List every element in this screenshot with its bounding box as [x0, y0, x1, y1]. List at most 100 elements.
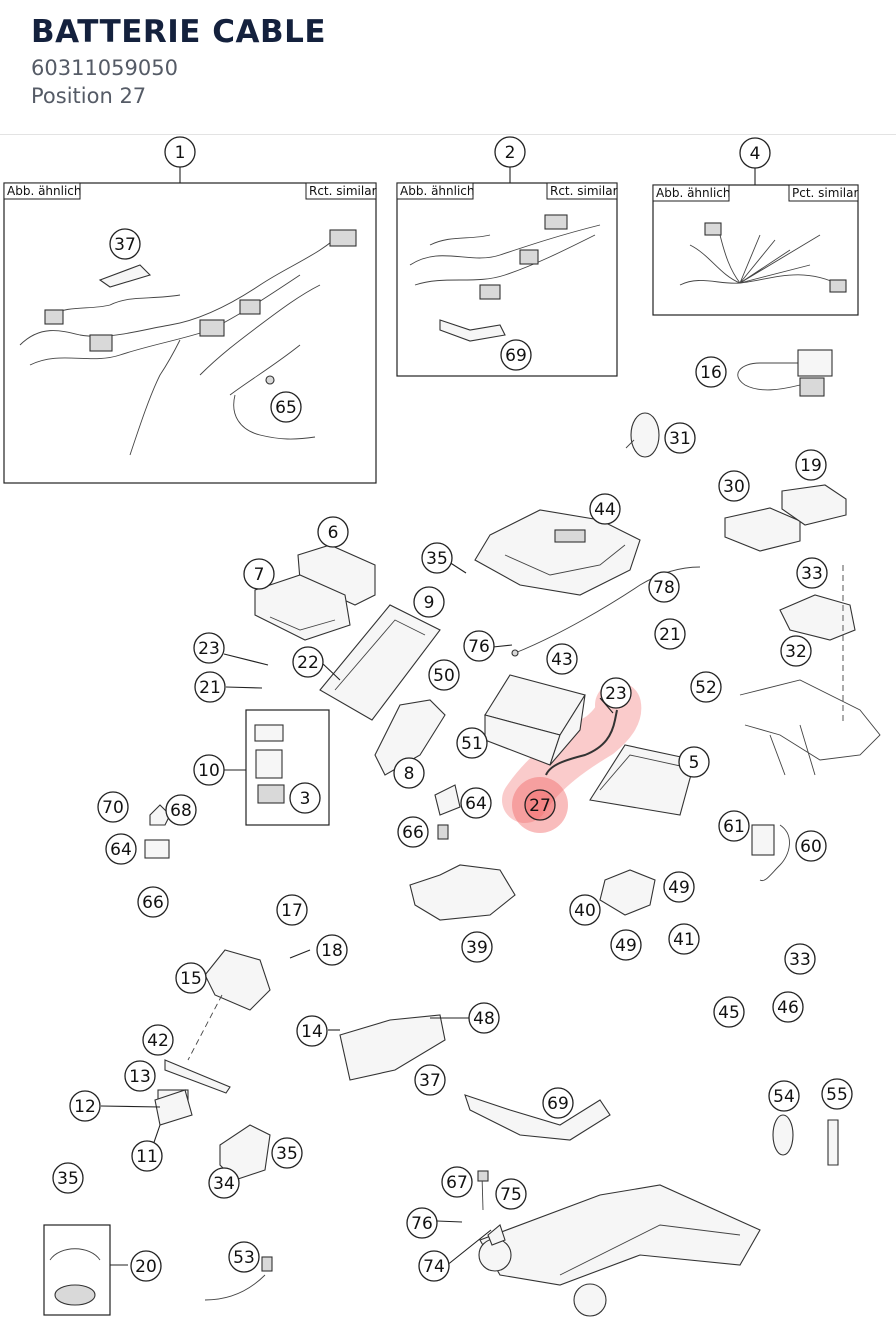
- callout-76[interactable]: 76: [406, 1207, 438, 1239]
- callout-46[interactable]: 46: [772, 991, 804, 1023]
- callout-13[interactable]: 13: [124, 1060, 156, 1092]
- callout-33[interactable]: 33: [784, 943, 816, 975]
- callout-2[interactable]: 2: [494, 136, 526, 168]
- callout-37[interactable]: 37: [414, 1064, 446, 1096]
- callout-53[interactable]: 53: [228, 1241, 260, 1273]
- callout-22[interactable]: 22: [292, 646, 324, 678]
- callout-75[interactable]: 75: [495, 1178, 527, 1210]
- callout-32[interactable]: 32: [780, 635, 812, 667]
- callout-69[interactable]: 69: [500, 339, 532, 371]
- frame-1-tag-right: Rct. similar: [309, 184, 377, 198]
- callout-48[interactable]: 48: [468, 1002, 500, 1034]
- callout-55[interactable]: 55: [821, 1078, 853, 1110]
- callout-17[interactable]: 17: [276, 894, 308, 926]
- callout-label: 33: [789, 950, 811, 970]
- callout-label: 1: [175, 143, 186, 163]
- callout-45[interactable]: 45: [713, 996, 745, 1028]
- callout-11[interactable]: 11: [131, 1140, 163, 1172]
- callout-78[interactable]: 78: [648, 571, 680, 603]
- callout-3[interactable]: 3: [289, 782, 321, 814]
- frame-3: Abb. ähnlich Pct. similar: [652, 167, 859, 316]
- callout-35[interactable]: 35: [271, 1137, 303, 1169]
- callout-42[interactable]: 42: [142, 1024, 174, 1056]
- callout-60[interactable]: 60: [795, 830, 827, 862]
- callout-54[interactable]: 54: [768, 1080, 800, 1112]
- callout-34[interactable]: 34: [208, 1167, 240, 1199]
- part-15-fuse-box: [187, 949, 271, 1061]
- callout-10[interactable]: 10: [193, 754, 225, 786]
- callout-41[interactable]: 41: [668, 923, 700, 955]
- callout-23[interactable]: 23: [193, 632, 225, 664]
- callout-50[interactable]: 50: [428, 659, 460, 691]
- callout-7[interactable]: 7: [243, 558, 275, 590]
- frame-1-tag-left: Abb. ähnlich: [7, 184, 82, 198]
- callout-label: 46: [777, 998, 799, 1018]
- callout-68[interactable]: 68: [165, 794, 197, 826]
- callout-label: 60: [800, 837, 822, 857]
- callout-label: 35: [426, 549, 448, 569]
- callout-76[interactable]: 76: [463, 630, 495, 662]
- callout-64[interactable]: 64: [105, 833, 137, 865]
- callout-circle: [194, 671, 226, 703]
- callout-circle: [795, 830, 827, 862]
- callout-74[interactable]: 74: [418, 1250, 450, 1282]
- callout-31[interactable]: 31: [664, 422, 696, 454]
- callout-30[interactable]: 30: [718, 470, 750, 502]
- callout-1[interactable]: 1: [164, 136, 196, 168]
- callout-65[interactable]: 65: [270, 391, 302, 423]
- callout-35[interactable]: 35: [421, 542, 453, 574]
- callout-4[interactable]: 4: [739, 137, 771, 169]
- callout-label: 32: [785, 642, 807, 662]
- callout-circle: [105, 833, 137, 865]
- callout-circle: [393, 757, 425, 789]
- callout-circle: [690, 671, 722, 703]
- callout-64[interactable]: 64: [460, 787, 492, 819]
- callout-5[interactable]: 5: [678, 746, 710, 778]
- callout-61[interactable]: 61: [718, 810, 750, 842]
- callout-14[interactable]: 14: [296, 1015, 328, 1047]
- callout-39[interactable]: 39: [461, 931, 493, 963]
- callout-21[interactable]: 21: [654, 618, 686, 650]
- part-44-battery-tray: [474, 509, 641, 596]
- callout-label: 3: [300, 789, 311, 809]
- callout-16[interactable]: 16: [695, 356, 727, 388]
- part-31-horn: [625, 412, 660, 458]
- callout-19[interactable]: 19: [795, 449, 827, 481]
- callout-circle: [456, 727, 488, 759]
- callout-circle: [137, 886, 169, 918]
- callout-44[interactable]: 44: [589, 493, 621, 525]
- callout-69[interactable]: 69: [542, 1087, 574, 1119]
- callout-43[interactable]: 43: [546, 643, 578, 675]
- callout-8[interactable]: 8: [393, 757, 425, 789]
- callout-27[interactable]: 27: [524, 789, 556, 821]
- callout-35[interactable]: 35: [52, 1162, 84, 1194]
- callout-label: 61: [723, 817, 745, 837]
- callout-51[interactable]: 51: [456, 727, 488, 759]
- callout-40[interactable]: 40: [569, 894, 601, 926]
- callout-label: 10: [198, 761, 220, 781]
- exploded-parts-diagram: Abb. ähnlich Rct. similar Abb. ähnlich R…: [3, 136, 881, 1317]
- callout-70[interactable]: 70: [97, 791, 129, 823]
- callout-label: 5: [689, 753, 700, 773]
- callout-66[interactable]: 66: [397, 816, 429, 848]
- callout-23[interactable]: 23: [600, 677, 632, 709]
- callout-circle: [795, 449, 827, 481]
- callout-9[interactable]: 9: [413, 586, 445, 618]
- callout-52[interactable]: 52: [690, 671, 722, 703]
- callout-circle: [718, 470, 750, 502]
- callout-12[interactable]: 12: [69, 1090, 101, 1122]
- callout-6[interactable]: 6: [317, 516, 349, 548]
- callout-49[interactable]: 49: [663, 871, 695, 903]
- callout-21[interactable]: 21: [194, 671, 226, 703]
- callout-49[interactable]: 49: [610, 929, 642, 961]
- callout-20[interactable]: 20: [130, 1250, 162, 1282]
- callout-label: 49: [668, 878, 690, 898]
- callout-18[interactable]: 18: [316, 934, 348, 966]
- callout-37[interactable]: 37: [109, 228, 141, 260]
- callout-15[interactable]: 15: [175, 962, 207, 994]
- callout-label: 74: [423, 1257, 445, 1277]
- callout-67[interactable]: 67: [441, 1166, 473, 1198]
- callout-label: 76: [468, 637, 490, 657]
- callout-33[interactable]: 33: [796, 557, 828, 589]
- callout-66[interactable]: 66: [137, 886, 169, 918]
